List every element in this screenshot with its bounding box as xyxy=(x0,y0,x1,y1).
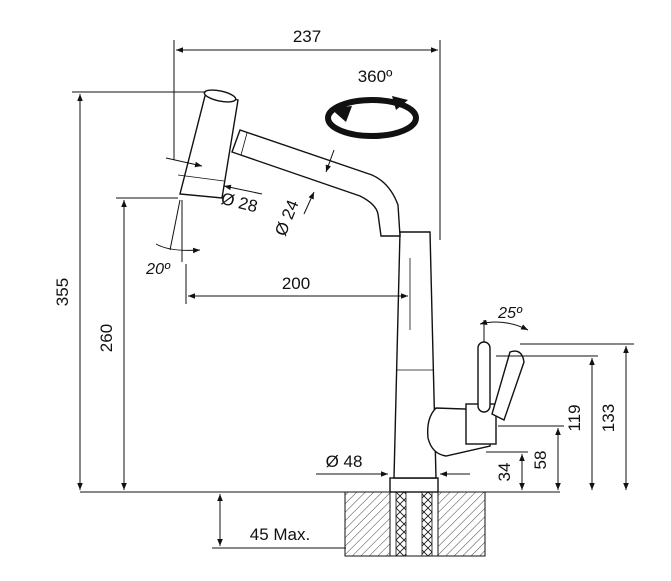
lever-pivot xyxy=(465,403,497,445)
spout-projection-label: 200 xyxy=(282,274,310,293)
dim-body-height: 58 xyxy=(498,425,564,490)
lever-pivot-height-label: 119 xyxy=(565,404,584,431)
faucet-spout xyxy=(231,129,401,237)
faucet-base xyxy=(389,477,439,493)
max-counter-thickness-label: 45 Max. xyxy=(250,525,310,544)
overall-reach-label: 237 xyxy=(293,27,321,46)
dim-max-counter-thickness: 45 Max. xyxy=(212,494,346,549)
dim-lever-angle: 25º xyxy=(479,305,529,342)
spray-head-band xyxy=(177,174,225,182)
body-height-label: 58 xyxy=(531,451,550,470)
spout-ring xyxy=(240,132,248,156)
dim-spray-angle: 20º xyxy=(145,199,201,278)
dim-total-height: 355 xyxy=(53,91,206,490)
rotation-arrow-icon xyxy=(325,97,419,139)
spout-diameter-label: Ø 24 xyxy=(271,197,302,238)
rotation-label: 360º xyxy=(358,67,393,86)
dim-spout-height: 260 xyxy=(97,197,178,490)
dim-base-diameter: Ø 48 xyxy=(316,452,470,477)
spray-head xyxy=(179,91,239,199)
supply-hose-right xyxy=(421,491,433,557)
dim-lever-pivot-height: 119 xyxy=(496,355,598,490)
total-height-label: 355 xyxy=(53,278,72,306)
dim-spout-projection: 200 xyxy=(185,264,408,304)
dim-base-height: 34 xyxy=(486,451,528,490)
base-diameter-label: Ø 48 xyxy=(326,452,363,471)
lever-handle-closed xyxy=(477,341,491,413)
faucet xyxy=(177,89,525,493)
rotation-symbol: 360º xyxy=(325,67,419,139)
countertop xyxy=(80,491,560,557)
spray-head-diameter-label: Ø 28 xyxy=(219,189,259,216)
lever-handle-open xyxy=(491,350,525,421)
lever-angle-label: 25º xyxy=(497,305,523,322)
spray-angle-label: 20º xyxy=(145,261,171,278)
supply-hose-left xyxy=(395,491,407,557)
dim-lever-height: 133 xyxy=(520,343,634,490)
spout-height-label: 260 xyxy=(97,324,116,352)
lever-height-label: 133 xyxy=(599,404,618,432)
base-height-label: 34 xyxy=(495,463,514,482)
spray-head-top xyxy=(203,89,237,103)
dim-overall-reach: 237 xyxy=(173,27,441,240)
